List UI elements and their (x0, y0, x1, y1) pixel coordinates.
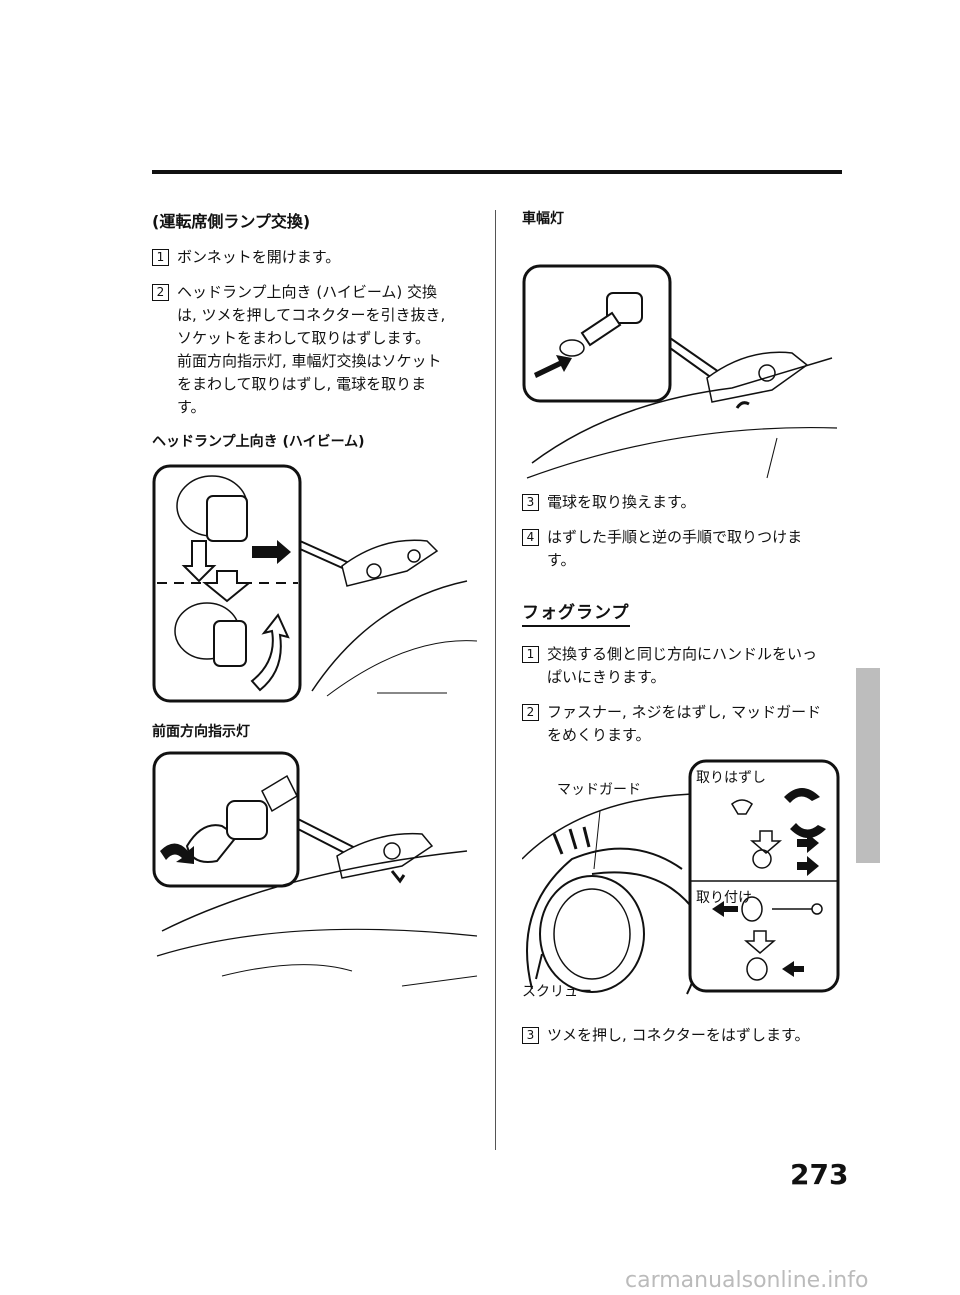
step-line: す。 (547, 551, 576, 569)
step-line: ぱいにきります。 (547, 668, 666, 686)
step-text: ツメを押し, コネクターをはずします。 (547, 1026, 810, 1044)
foglamp-illustration (522, 759, 840, 995)
top-rule (152, 170, 842, 174)
step-line: は, ツメを押してコネクターを引き抜き, (177, 306, 446, 324)
step-number: 4 (522, 529, 539, 546)
fog-step-3: 3 ツメを押し, コネクターをはずします。 (522, 1024, 842, 1047)
sidelamp-illustration (522, 264, 838, 479)
step-text: ボンネットを開けます。 (177, 248, 341, 266)
step-line: 交換する側と同じ方向にハンドルをいっ (547, 645, 818, 663)
step-number: 1 (522, 646, 539, 663)
figure-highbeam (152, 461, 482, 711)
right-column: 車幅灯 3 電球を取り換えます。 4 はずした手順と逆の手順で取りつけま す。 … (522, 208, 842, 1059)
step-line: す。 (177, 398, 206, 416)
step-number: 2 (522, 704, 539, 721)
figure-turnsignal (152, 751, 482, 996)
figure-title-highbeam: ヘッドランプ上向き (ハイビーム) (152, 434, 365, 450)
install-label: 取り付け (696, 890, 752, 906)
step-number: 3 (522, 1027, 539, 1044)
step-1: 1 ボンネットを開けます。 (152, 246, 482, 269)
chapter-tab (856, 668, 880, 863)
step-line: をまわして取りはずし, 電球を取りま (177, 375, 427, 393)
screw-label: スクリュー (522, 984, 592, 1000)
fog-lamp-title: フォグランプ (522, 598, 630, 627)
left-column: (運転席側ランプ交換) 1 ボンネットを開けます。 2 ヘッドランプ上向き (ハ… (152, 208, 482, 996)
section-heading: (運転席側ランプ交換) (152, 212, 311, 231)
step-line: ソケットをまわして取りはずします。 (177, 329, 431, 347)
step-number: 1 (152, 249, 169, 266)
highbeam-illustration (152, 464, 478, 703)
step-line: ファスナー, ネジをはずし, マッドガード (547, 703, 822, 721)
figure-sidelamp (522, 238, 842, 483)
column-divider (495, 210, 496, 1150)
step-line: をめくります。 (547, 726, 651, 744)
figure-foglamp: マッドガード スクリュー 取りはずし 取り付け (522, 759, 842, 1014)
step-3: 3 電球を取り換えます。 (522, 491, 842, 514)
step-text: 電球を取り換えます。 (547, 493, 696, 511)
step-line: ヘッドランプ上向き (ハイビーム) 交換 (177, 283, 438, 301)
step-line: はずした手順と逆の手順で取りつけま (547, 528, 803, 546)
footer-watermark: carmanualsonline.info (625, 1268, 869, 1293)
fog-step-2: 2 ファスナー, ネジをはずし, マッドガード をめくります。 (522, 701, 842, 747)
remove-label: 取りはずし (696, 770, 766, 786)
turnsignal-illustration (152, 751, 478, 987)
step-number: 2 (152, 284, 169, 301)
step-line: 前面方向指示灯, 車幅灯交換はソケット (177, 352, 442, 370)
mudguard-label: マッドガード (557, 782, 641, 798)
fog-step-1: 1 交換する側と同じ方向にハンドルをいっ ぱいにきります。 (522, 643, 842, 689)
step-number: 3 (522, 494, 539, 511)
step-2: 2 ヘッドランプ上向き (ハイビーム) 交換 は, ツメを押してコネクターを引き… (152, 281, 482, 419)
page-number: 273 (790, 1158, 849, 1191)
step-4: 4 はずした手順と逆の手順で取りつけま す。 (522, 526, 842, 572)
figure-title-sidelamp: 車幅灯 (522, 211, 564, 227)
figure-title-turnsignal: 前面方向指示灯 (152, 724, 250, 740)
